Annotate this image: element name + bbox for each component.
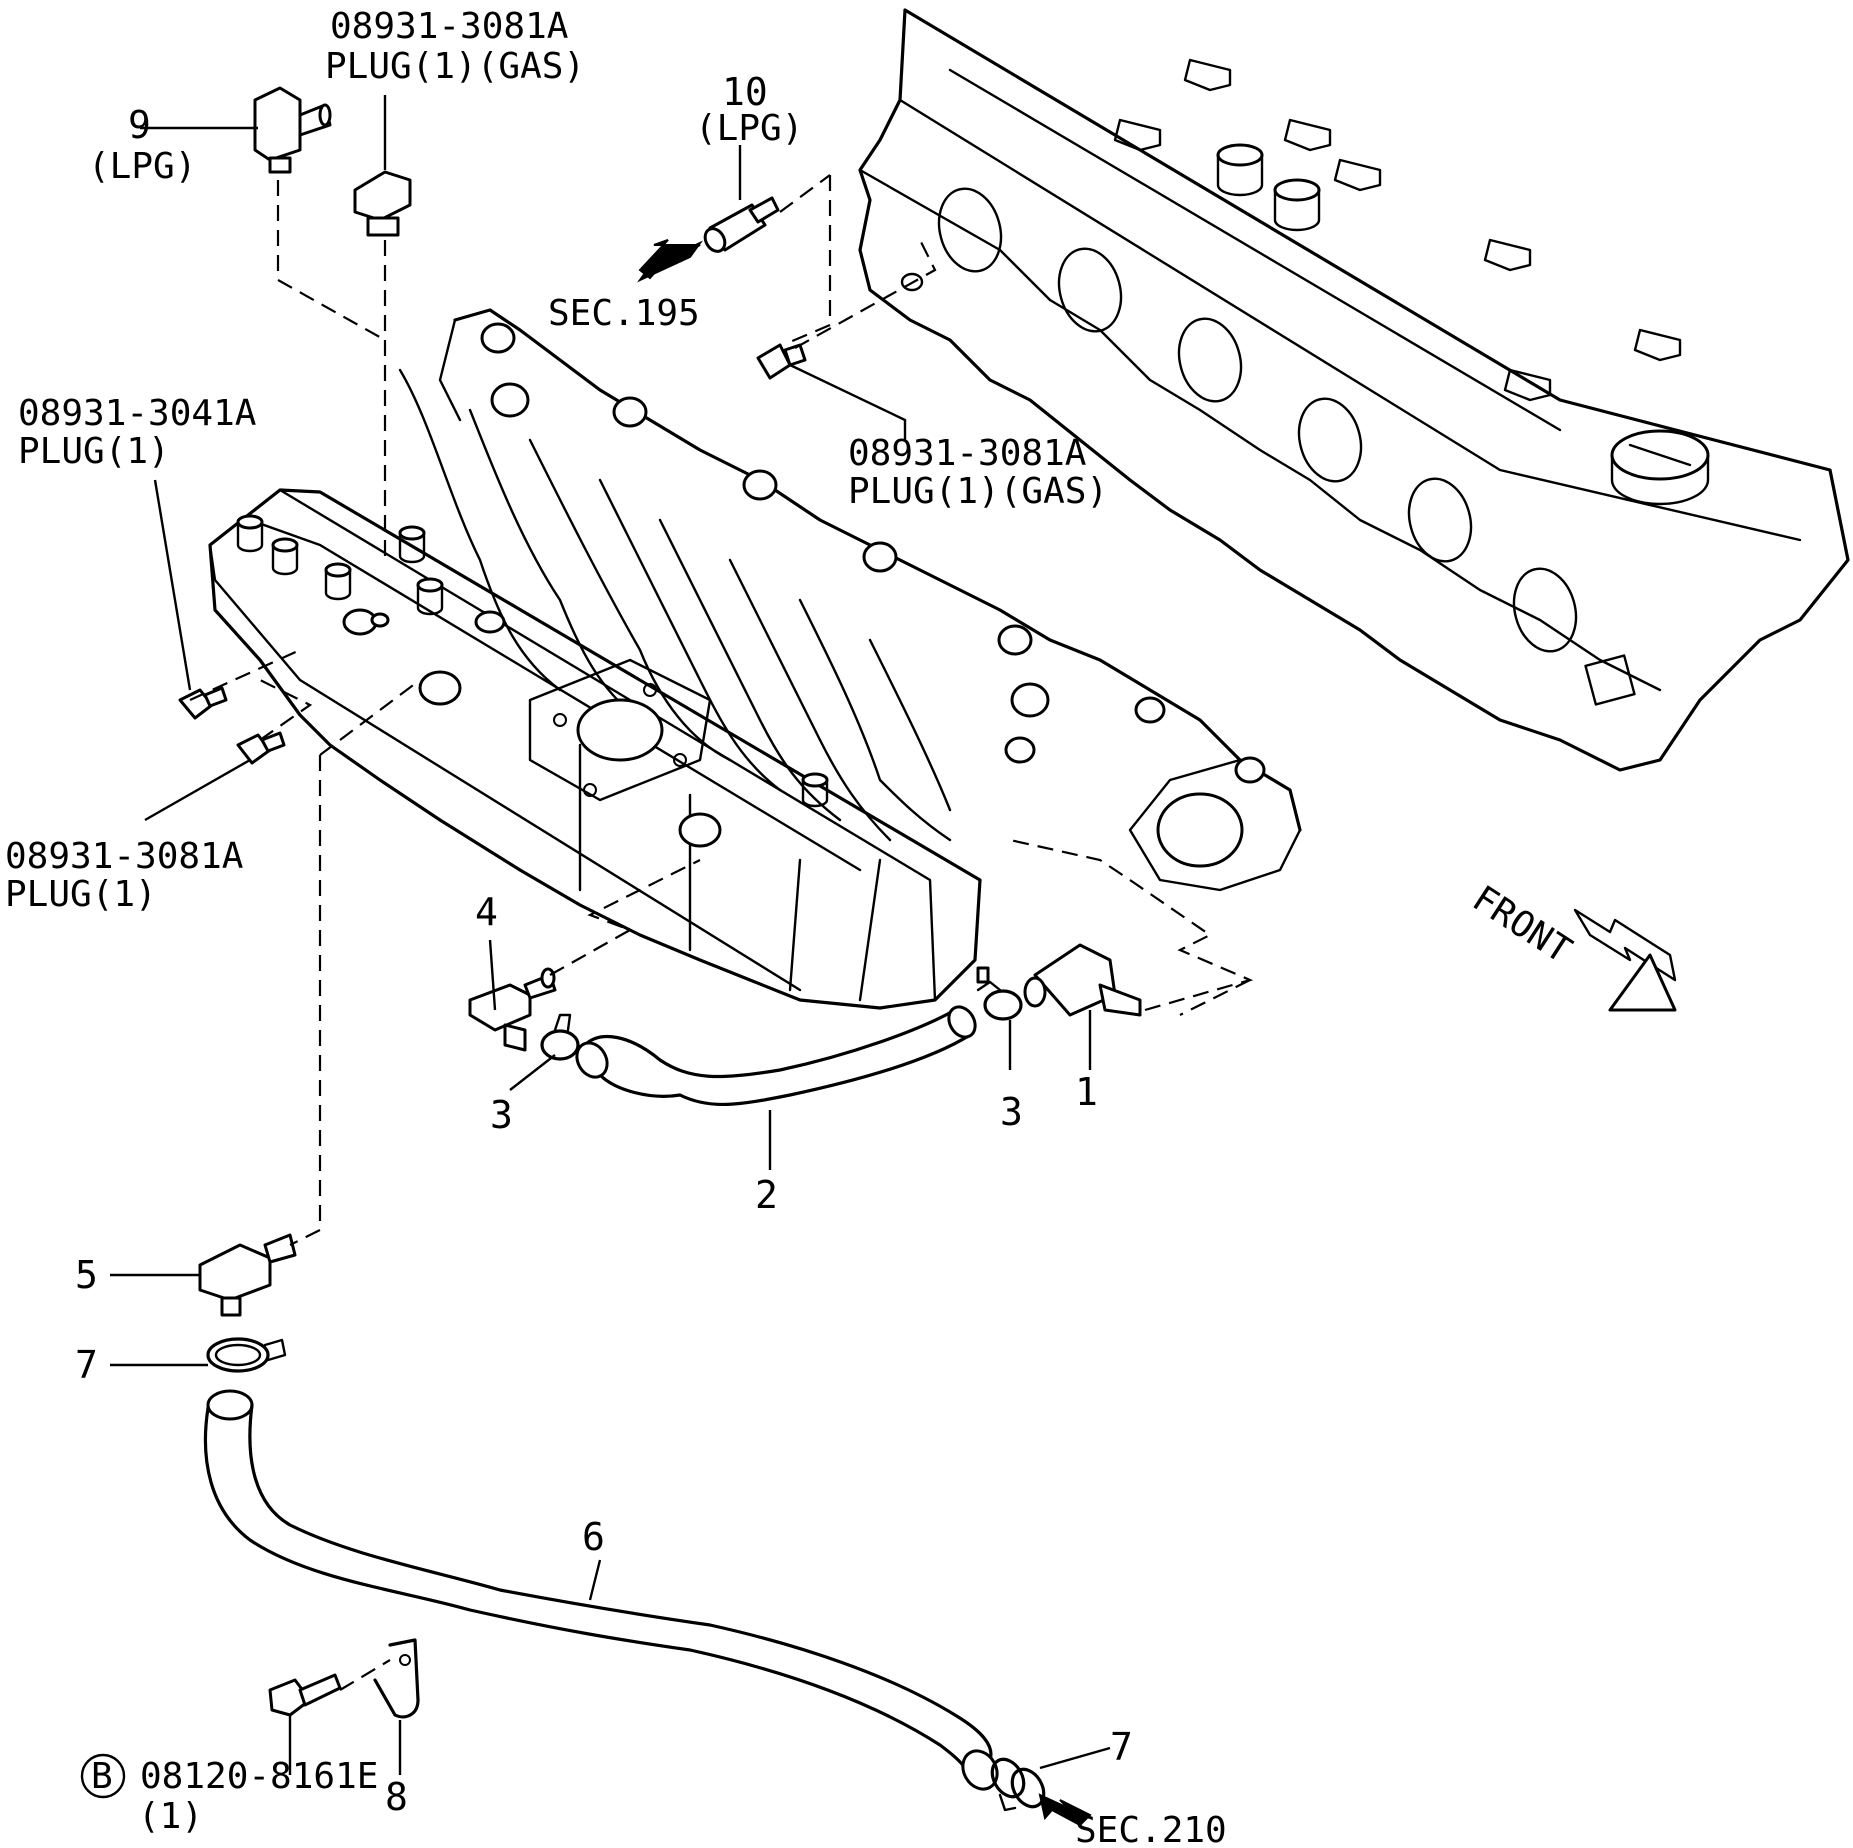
plug-left-description: PLUG(1) bbox=[18, 431, 170, 472]
plug-lower-description: PLUG(1) bbox=[5, 874, 157, 915]
callout-6: 6 bbox=[582, 1515, 605, 1559]
cylinder-head bbox=[858, 8, 1850, 772]
arrow-front bbox=[1573, 908, 1677, 1012]
bolt-b bbox=[268, 1673, 342, 1717]
callout-2: 2 bbox=[755, 1173, 778, 1217]
plug-left-part-number: 08931-3041A bbox=[18, 393, 257, 434]
plug-right-description: PLUG(1)(GAS) bbox=[848, 471, 1108, 512]
callout-1: 1 bbox=[1075, 1070, 1098, 1114]
callout-4: 4 bbox=[475, 890, 498, 934]
hose-6 bbox=[203, 1389, 999, 1791]
plug-gas-right bbox=[756, 343, 807, 380]
front-direction-label: FRONT bbox=[1465, 878, 1578, 971]
clamp-7-lower bbox=[990, 1757, 1046, 1812]
callout-9: 9 bbox=[128, 103, 151, 147]
plug-left-lower bbox=[236, 731, 286, 765]
callout-8: 8 bbox=[385, 1775, 408, 1819]
intake-manifold bbox=[208, 308, 1302, 1010]
callout-10: 10 bbox=[722, 70, 768, 114]
clamp-7-upper bbox=[206, 1337, 287, 1373]
bolt-b-symbol: B bbox=[80, 1753, 126, 1799]
arrow-sec210 bbox=[1038, 1793, 1092, 1827]
callout-5: 5 bbox=[75, 1253, 98, 1297]
bolt-quantity: (1) bbox=[138, 1796, 203, 1837]
clip-8 bbox=[373, 1638, 420, 1719]
clamp-3-right bbox=[976, 966, 1023, 1021]
plug-top-part-number: 08931-3081A bbox=[330, 6, 569, 47]
plug-gas-top bbox=[353, 170, 412, 237]
callout-3-left: 3 bbox=[490, 1093, 513, 1137]
sec195-reference: SEC.195 bbox=[548, 293, 700, 334]
bolt-b-letter: B bbox=[91, 1756, 113, 1797]
callout-3-right: 3 bbox=[1000, 1090, 1023, 1134]
fitting-10 bbox=[703, 196, 780, 253]
plug-top-description: PLUG(1)(GAS) bbox=[325, 46, 585, 87]
lpg-9-note: (LPG) bbox=[88, 146, 196, 187]
hose-2 bbox=[575, 1005, 977, 1107]
fitting-1 bbox=[1023, 943, 1142, 1017]
lpg-10-note: (LPG) bbox=[695, 108, 803, 149]
assembly-lines bbox=[189, 174, 1254, 1691]
callout-7-upper: 7 bbox=[75, 1343, 98, 1387]
fitting-9 bbox=[253, 86, 332, 174]
plug-lower-part-number: 08931-3081A bbox=[5, 836, 244, 877]
sec210-reference: SEC.210 bbox=[1075, 1810, 1227, 1848]
fitting-4 bbox=[468, 967, 557, 1052]
bolt-part-number: 08120-8161E bbox=[140, 1756, 378, 1797]
arrow-sec195 bbox=[636, 239, 704, 283]
fitting-5 bbox=[198, 1233, 297, 1317]
callout-7-lower: 7 bbox=[1110, 1725, 1133, 1769]
clamp-3-left bbox=[540, 1013, 580, 1061]
plug-left-upper bbox=[178, 686, 228, 720]
leader-lines bbox=[110, 95, 1111, 1775]
plug-right-part-number: 08931-3081A bbox=[848, 433, 1087, 474]
